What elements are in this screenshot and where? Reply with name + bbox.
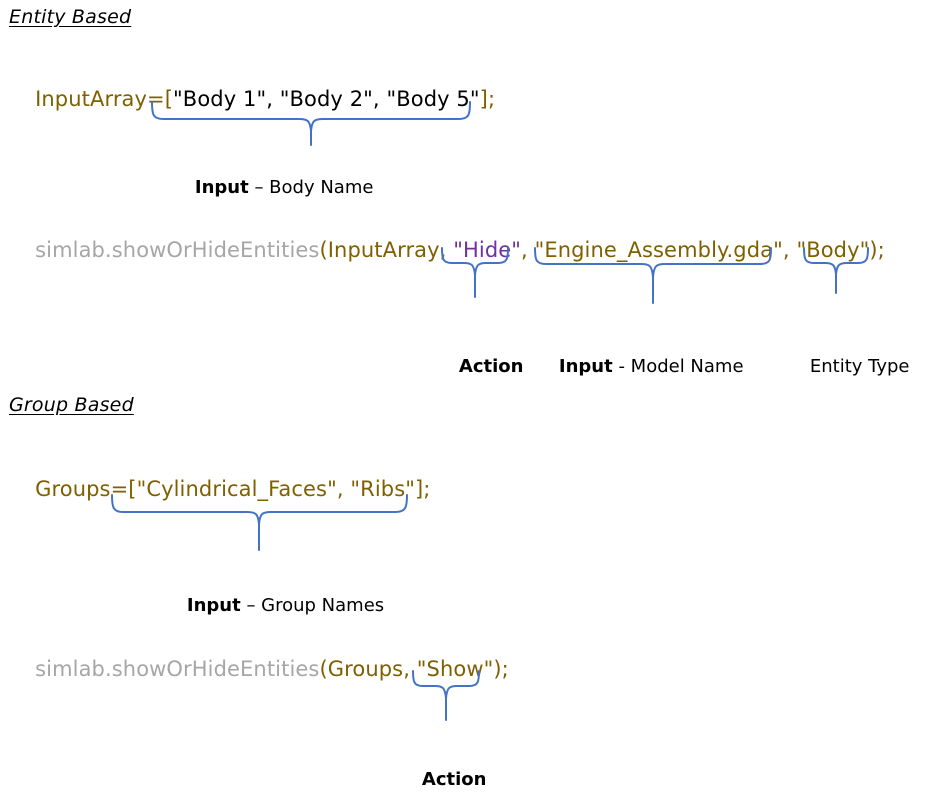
code-token-variable: Groups=["Cylindrical_Faces", "Ribs"]; <box>35 477 431 501</box>
code-token-variable: InputArray=[ <box>35 87 174 111</box>
caption-label-bold: Input <box>558 356 613 377</box>
diagram-canvas: Entity Based InputArray=["Body 1", "Body… <box>8 6 910 790</box>
caption-label-bold: Input <box>186 595 241 616</box>
code-line-groups: Groups=["Cylindrical_Faces", "Ribs"]; <box>8 453 430 525</box>
caption-entity-type: Entity Type <box>787 335 910 398</box>
caption-label-bold: Action <box>421 769 487 790</box>
caption-label-bold: Input <box>194 177 249 198</box>
caption-input-group-names: Input – Group Names <box>164 574 384 637</box>
caption-input-body-name: Input – Body Name <box>172 156 374 219</box>
caption-input-model-name: Input - Model Name <box>536 335 744 398</box>
caption-label-bold: Action <box>458 356 524 377</box>
caption-label-rest: – Body Name <box>248 177 374 198</box>
code-token-args-first: (InputArray, <box>319 238 454 262</box>
caption-label-rest: – Group Names <box>240 595 385 616</box>
brace-input-model-name <box>533 247 775 305</box>
brace-input-body-name <box>150 101 472 147</box>
caption-label-rest: Entity Type <box>809 356 910 377</box>
caption-action-entity: Action <box>436 335 524 398</box>
brace-action-group <box>411 670 483 722</box>
code-token-args-rest: , "Engine_Assembly.gda", "Body"); <box>521 238 885 262</box>
code-line-showorhideentities-entity: simlab.showOrHideEntities(InputArray, "H… <box>8 214 885 286</box>
code-token-action-hide: "Hide" <box>453 238 522 262</box>
brace-entity-type <box>802 247 872 297</box>
caption-action-group: Action <box>399 748 487 811</box>
code-token-function: simlab.showOrHideEntities <box>35 238 320 262</box>
code-token-args: (Groups, "Show"); <box>319 657 509 681</box>
code-token-string: "Body 1", "Body 2", "Body 5" <box>173 87 480 111</box>
brace-action-entity <box>440 247 512 299</box>
code-token-function: simlab.showOrHideEntities <box>35 657 320 681</box>
caption-label-rest: - Model Name <box>612 356 744 377</box>
brace-input-group-names <box>110 494 412 552</box>
section-heading-entity-based: Entity Based <box>9 6 132 28</box>
code-token-bracket-close: ]; <box>479 87 496 111</box>
code-line-showorhideentities-group: simlab.showOrHideEntities(Groups, "Show"… <box>8 633 509 705</box>
section-heading-group-based: Group Based <box>9 394 134 416</box>
code-line-input-array: InputArray=["Body 1", "Body 2", "Body 5"… <box>8 63 495 135</box>
